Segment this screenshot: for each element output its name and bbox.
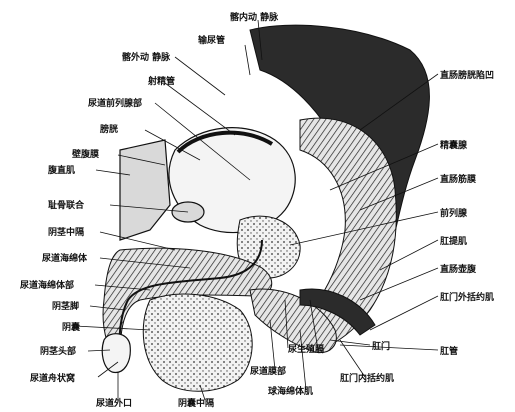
scrotum-shape [143, 294, 252, 391]
label-penile-septum: 阴茎中隔 [48, 226, 84, 238]
label-rectus: 腹直肌 [47, 164, 75, 176]
label-navicular-fossa: 尿道舟状窝 [30, 372, 75, 384]
label-scrotum: 阴囊 [62, 321, 81, 333]
label-ureter: 输尿管 [198, 34, 225, 46]
label-pubic-symphysis: 耻骨联合 [48, 199, 85, 211]
label-seminal-vesicle: 精囊腺 [440, 139, 468, 151]
label-levator-ani: 肛提肌 [440, 235, 467, 247]
label-prostate: 前列腺 [440, 207, 468, 219]
label-internal-iliac: 髂内动 静脉 [230, 11, 279, 23]
label-external-urethral-orifice: 尿道外口 [96, 397, 132, 409]
label-bulbospongiosus: 球海绵体肌 [268, 385, 313, 397]
glans-shape [102, 334, 130, 373]
label-vas-deferens: 射精管 [147, 75, 175, 87]
label-membranous-urethra: 尿道膜部 [250, 365, 286, 377]
label-rectal-ampulla: 直肠壶腹 [440, 263, 477, 275]
label-rectovesical-pouch: 直肠膀胱陷凹 [440, 69, 494, 81]
label-rectal-fascia: 直肠筋膜 [440, 173, 477, 185]
label-glans: 阴茎头部 [40, 345, 76, 357]
label-urogenital-diaphragm: 尿生殖膈 [288, 343, 324, 355]
label-crus-penis: 阴茎脚 [52, 300, 79, 312]
abdominal-wall [120, 140, 170, 240]
label-prostatic-urethra: 尿道前列腺部 [88, 97, 142, 109]
label-bladder: 膀胱 [99, 123, 118, 135]
label-external-sphincter: 肛门外括约肌 [440, 291, 494, 303]
label-anal-canal: 肛管 [440, 345, 458, 357]
label-external-iliac: 髂外动 静脉 [122, 51, 171, 63]
label-perineal-septum: 阴囊中隔 [178, 397, 214, 409]
label-internal-sphincter: 肛门内括约肌 [340, 372, 394, 384]
label-anus: 肛门 [372, 340, 390, 352]
label-spongy-urethra: 尿道海绵体部 [20, 279, 74, 291]
label-peritoneum: 壁腹膜 [72, 148, 100, 160]
label-corpus-spongiosum: 尿道海绵体 [42, 252, 88, 264]
